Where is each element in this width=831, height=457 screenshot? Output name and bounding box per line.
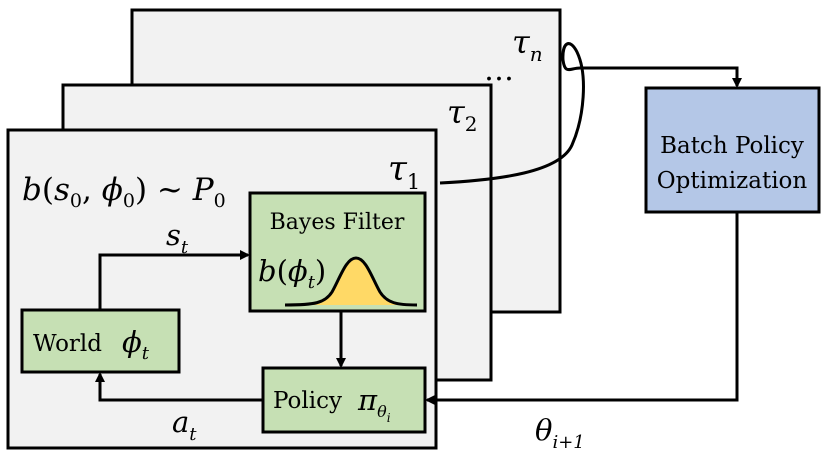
tau-1-label: τ1 <box>388 149 420 194</box>
trajectory-collection-curve <box>439 42 742 185</box>
world-phi: ϕt <box>122 325 150 364</box>
policy-pi: πθi <box>357 383 391 425</box>
bayes-filter-box: Bayes Filter b(ϕt) <box>248 191 427 313</box>
prior-expression: b(s0, ϕ0) ~ P0 <box>22 172 226 212</box>
bayes-filter-title: Bayes Filter <box>270 210 405 235</box>
batch-opt-line2: Optimization <box>657 168 808 194</box>
batch-opt-line1: Batch Policy <box>660 133 804 159</box>
policy-box: Policy πθi <box>261 366 427 434</box>
world-label: World <box>33 331 102 357</box>
batch-policy-optimization-box: Batch Policy Optimization <box>644 86 821 214</box>
theta-label: θi+1 <box>535 413 585 453</box>
tau-n-label: τn <box>512 23 543 66</box>
theta-update-arrow <box>425 212 739 405</box>
world-box: World ϕt <box>20 308 181 374</box>
belief-distribution-curve <box>285 258 417 305</box>
belief-expression: b(ϕt) <box>258 254 326 293</box>
state-label: st <box>166 218 189 258</box>
policy-label: Policy <box>273 388 342 414</box>
action-arrow <box>95 372 263 402</box>
state-arrow <box>98 250 250 310</box>
ellipsis-label: … <box>484 53 514 88</box>
tau-2-label: τ2 <box>447 93 477 136</box>
action-label: at <box>172 405 197 445</box>
